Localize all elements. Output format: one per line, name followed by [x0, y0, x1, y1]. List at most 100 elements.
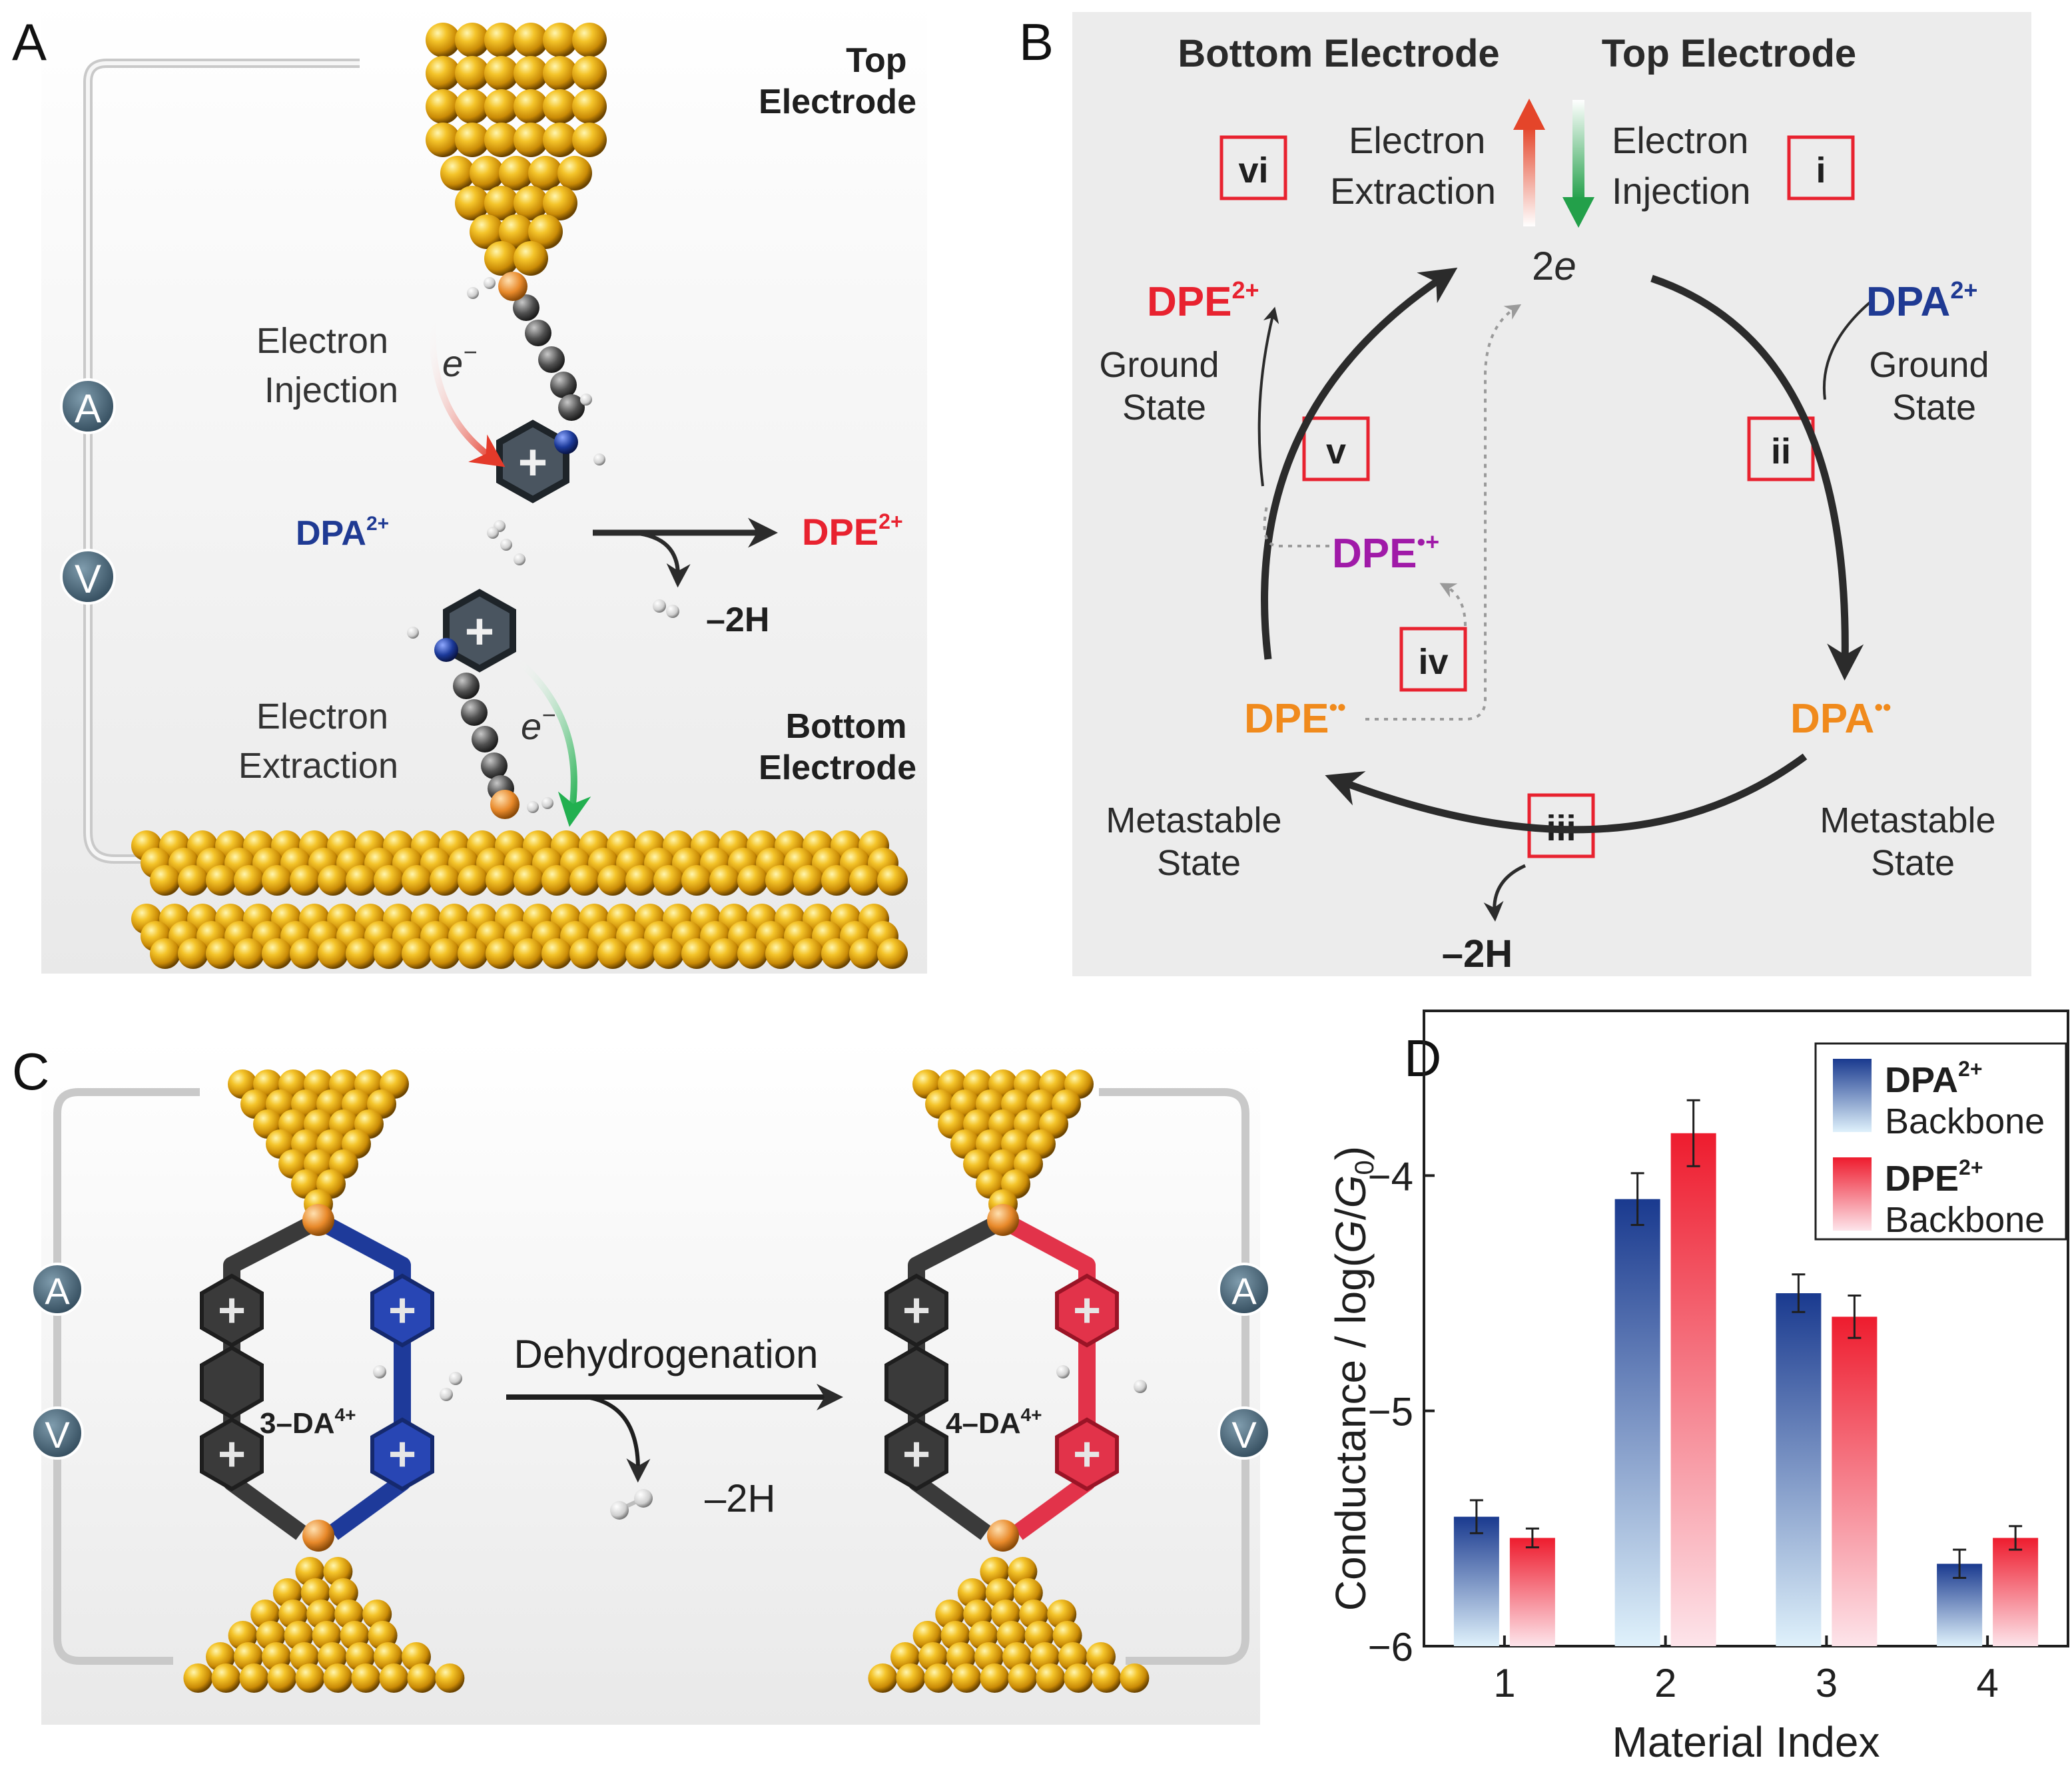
gold-atom	[514, 186, 548, 220]
gold-atom	[625, 938, 656, 969]
hydrogen-atom	[487, 527, 499, 539]
svg-text:vi: vi	[1238, 150, 1268, 190]
ring-body	[370, 1273, 434, 1348]
gold-atom	[351, 1663, 381, 1693]
gold-atom	[896, 1663, 926, 1693]
gold-atom	[572, 89, 607, 124]
y-axis-label: Conductance / log(G/G0)	[1327, 1146, 1379, 1611]
x-tick-label: 4	[1976, 1661, 1998, 1705]
gold-atom	[1120, 1663, 1150, 1693]
gold-atom	[541, 865, 572, 896]
gold-atom	[486, 938, 516, 969]
gold-atom	[499, 156, 533, 190]
pyridinium-ring-lower: +	[434, 589, 516, 673]
ring-body	[200, 1273, 264, 1348]
two-electron-label: 2e	[1532, 244, 1576, 288]
blue-backbone-left	[320, 1216, 411, 1540]
plus-charge: +	[465, 603, 494, 660]
hydrogen-atom	[484, 277, 496, 289]
plus-charge: +	[1073, 1428, 1101, 1481]
minus-2h-label: –2H	[1442, 932, 1513, 976]
legend-item-dpe: DPE2+ Backbone	[1833, 1155, 2045, 1240]
hydrogen-atom	[593, 453, 605, 465]
gold-atom	[402, 938, 432, 969]
y-tick-label: −5	[1368, 1390, 1413, 1434]
step-box-vi: vi	[1219, 135, 1287, 200]
ring-body	[884, 1273, 948, 1348]
ammeter-icon: A	[31, 1263, 84, 1316]
nitrogen-atom	[434, 638, 458, 662]
aromatic-ring	[200, 1345, 264, 1420]
plus-charge: +	[1073, 1284, 1101, 1337]
carbon-atom	[461, 699, 488, 726]
dpe-metastable-label: DPE••	[1244, 693, 1346, 742]
cycle-arrow-iii	[1325, 753, 1808, 834]
gold-atom	[597, 938, 628, 969]
sulfur-anchor	[987, 1204, 1019, 1236]
gold-atom	[430, 938, 460, 969]
bar	[1993, 1538, 2039, 1646]
svg-text:v: v	[1326, 432, 1346, 471]
ring-body	[370, 1417, 434, 1492]
plus-charge: +	[218, 1284, 246, 1337]
gold-atom	[455, 56, 490, 91]
hydrogen-atom	[467, 287, 479, 299]
plus-charge: +	[218, 1428, 246, 1481]
right-ring-set: ++++	[884, 1273, 1119, 1492]
carbon-atom	[538, 346, 565, 373]
error-bar	[1469, 1499, 1483, 1534]
gold-atom	[211, 1663, 241, 1693]
electron-injection-label: Electron Injection	[1612, 119, 1759, 212]
dpe-label: DPE2+	[802, 509, 903, 553]
ground-state-left-label: Ground State	[1099, 345, 1229, 428]
hydrogen-molecule-icon	[610, 1489, 653, 1520]
aromatic-ring: +	[200, 1417, 264, 1492]
hydrogen-molecule-icon	[653, 599, 679, 618]
electron-symbol-top: e−	[442, 338, 477, 384]
carbon-atom	[513, 294, 539, 321]
gold-atom	[514, 938, 544, 969]
gold-atom	[849, 938, 880, 969]
gold-atom	[346, 938, 376, 969]
top-electrode-heading: Top Electrode	[1602, 32, 1856, 75]
gold-atom	[234, 865, 264, 896]
gold-atom	[1092, 1663, 1122, 1693]
gold-atom	[290, 938, 320, 969]
gold-atom	[484, 241, 519, 276]
right-bottom-electrode	[868, 1557, 1150, 1693]
molecule-3-da: ++++ 3–DA4+	[200, 1204, 462, 1552]
gold-atom	[868, 1663, 898, 1693]
gold-atom	[572, 56, 607, 91]
carbon-atom	[481, 752, 508, 779]
circuit-wire-highlight	[86, 61, 360, 861]
gold-atom	[793, 938, 824, 969]
bar	[1670, 1133, 1716, 1646]
voltmeter-icon: V	[31, 1406, 84, 1460]
gold-atom	[514, 865, 544, 896]
dpa-metastable-label: DPA••	[1790, 693, 1892, 742]
gold-atom	[625, 865, 656, 896]
gold-atom	[528, 214, 563, 249]
gold-atom	[821, 865, 852, 896]
aromatic-ring: +	[1055, 1417, 1119, 1492]
right-top-electrode	[912, 1069, 1094, 1219]
panel-b-label: B	[1019, 13, 1054, 71]
aromatic-ring: +	[200, 1273, 264, 1348]
plus-charge: +	[518, 434, 547, 491]
gold-atom	[346, 865, 376, 896]
gold-atom	[572, 123, 607, 157]
molecule-4-da: ++++ 4–DA4+	[884, 1204, 1147, 1552]
gold-atom	[514, 23, 548, 57]
aromatic-ring: +	[370, 1417, 434, 1492]
aromatic-ring: +	[884, 1417, 948, 1492]
plus-charge: +	[902, 1428, 930, 1481]
gold-atom	[557, 156, 592, 190]
gold-atom	[709, 938, 740, 969]
y-tick-label: −6	[1368, 1625, 1413, 1669]
gold-atom	[572, 23, 607, 57]
ring-body	[884, 1345, 948, 1420]
hydrogen-atom	[407, 627, 419, 639]
bar	[1509, 1538, 1555, 1646]
bottom-electrode-slab	[131, 830, 908, 969]
electron-symbol-bottom: e−	[521, 701, 555, 747]
